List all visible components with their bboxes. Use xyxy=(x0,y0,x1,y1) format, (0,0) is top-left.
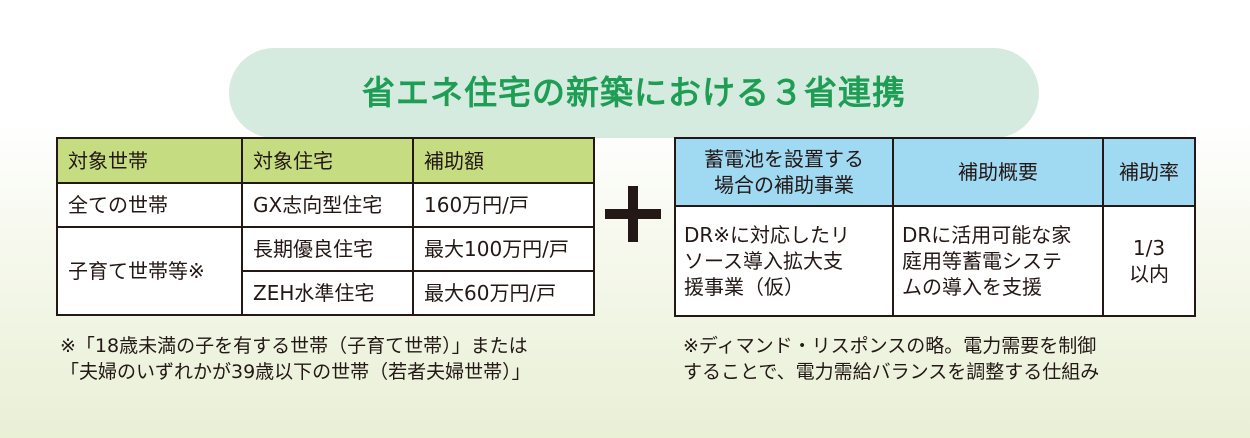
cell-project: DR※に対応したリ ソース導入拡大支 援事業（仮） xyxy=(674,205,894,317)
footnote-line: 「夫婦のいずれかが39歳以下の世帯（若者夫婦世帯）」 xyxy=(60,361,531,383)
battery-subsidy-table: 蓄電池を設置する 場合の補助事業 補助概要 補助率 DR※に対応したリ ソース導… xyxy=(674,137,1196,317)
footnote-line: することで、電力需給バランスを調整する仕組み xyxy=(683,361,1100,383)
cell-summary: DRに活用可能な家 庭用等蓄電システ ムの導入を支援 xyxy=(892,205,1104,317)
page-title: 省エネ住宅の新築における３省連携 xyxy=(362,73,906,112)
cell-housing: 長期優良住宅 xyxy=(241,226,414,272)
cell-housing: GX志向型住宅 xyxy=(241,182,414,228)
cell-line: 1/3 xyxy=(1132,236,1166,260)
footnote-child-households: ※「18歳未満の子を有する世帯（子育て世帯）」または 「夫婦のいずれかが39歳以… xyxy=(60,333,531,385)
footnote-line: ※「18歳未満の子を有する世帯（子育て世帯）」または xyxy=(60,335,528,357)
column-header-summary: 補助概要 xyxy=(892,137,1104,207)
cell-line: DR※に対応したリ xyxy=(684,223,851,247)
table-row: ZEH水準住宅 最大60万円/戸 xyxy=(57,270,595,316)
header-line: 補助概要 xyxy=(958,160,1038,184)
subsidy-table: 対象世帯 対象住宅 補助額 全ての世帯 GX志向型住宅 160万円/戸 子育て世… xyxy=(56,137,595,316)
table-row: DR※に対応したリ ソース導入拡大支 援事業（仮） DRに活用可能な家 庭用等蓄… xyxy=(674,205,1196,317)
header-line: 蓄電池を設置する xyxy=(704,147,864,171)
table-header-row: 対象世帯 対象住宅 補助額 xyxy=(56,137,595,184)
footnote-demand-response: ※ディマンド・リスポンスの略。電力需要を制御 することで、電力需給バランスを調整… xyxy=(683,333,1099,385)
footnote-line: ※ディマンド・リスポンスの略。電力需要を制御 xyxy=(683,335,1097,357)
cell-housing: ZEH水準住宅 xyxy=(241,270,414,316)
column-header-rate: 補助率 xyxy=(1102,137,1196,207)
title-banner xyxy=(229,48,1039,138)
column-header-amount: 補助額 xyxy=(412,137,595,184)
cell-household: 子育て世帯等※ xyxy=(56,226,243,316)
table-row: 全ての世帯 GX志向型住宅 160万円/戸 xyxy=(56,182,595,228)
column-header-household: 対象世帯 xyxy=(56,137,243,184)
cell-line: 援事業（仮） xyxy=(684,275,804,299)
cell-line: ムの導入を支援 xyxy=(902,275,1042,299)
plus-icon xyxy=(605,186,661,242)
cell-rate: 1/3 以内 xyxy=(1102,205,1196,317)
cell-line: 以内 xyxy=(1129,262,1169,286)
cell-line: ソース導入拡大支 xyxy=(684,249,843,273)
column-header-housing: 対象住宅 xyxy=(241,137,414,184)
table-row: 子育て世帯等※ 長期優良住宅 最大100万円/戸 xyxy=(56,226,595,316)
cell-line: 庭用等蓄電システ xyxy=(902,249,1062,273)
header-line: 場合の補助事業 xyxy=(714,173,854,197)
cell-amount: 最大60万円/戸 xyxy=(412,270,595,316)
cell-amount: 最大100万円/戸 xyxy=(412,226,595,272)
table-header-row: 蓄電池を設置する 場合の補助事業 補助概要 補助率 xyxy=(674,137,1196,207)
cell-line: DRに活用可能な家 xyxy=(902,223,1072,247)
cell-amount: 160万円/戸 xyxy=(412,182,595,228)
column-header-project: 蓄電池を設置する 場合の補助事業 xyxy=(674,137,894,207)
header-line: 補助率 xyxy=(1119,160,1179,184)
cell-household: 全ての世帯 xyxy=(56,182,243,228)
